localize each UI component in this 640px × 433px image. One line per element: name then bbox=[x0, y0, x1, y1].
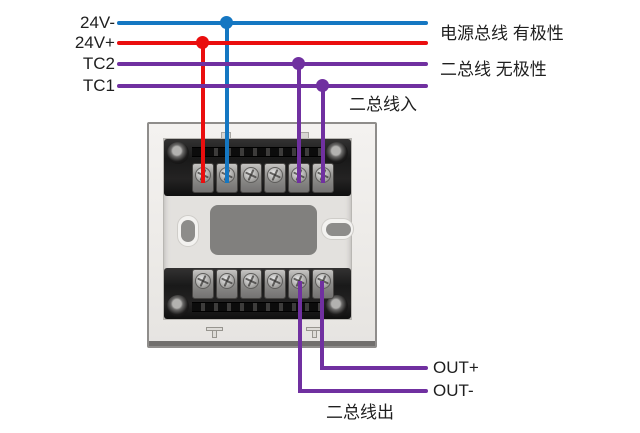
wire-out-minus-drop bbox=[298, 281, 302, 393]
note-signal-bus: 二总线 无极性 bbox=[440, 60, 547, 79]
corner-screw bbox=[167, 295, 189, 317]
terminal-screw bbox=[267, 273, 283, 289]
terminal-screw bbox=[243, 273, 259, 289]
jumper-comb bbox=[192, 147, 323, 157]
wire-tc2-bus bbox=[117, 62, 428, 66]
bottom-terminal-block bbox=[164, 268, 351, 319]
junction-dot-tc2 bbox=[292, 57, 305, 70]
mounting-clip bbox=[212, 330, 217, 338]
label-tc2: TC2 bbox=[82, 54, 115, 73]
terminal-screw bbox=[243, 167, 259, 183]
label-out-plus: OUT+ bbox=[433, 358, 479, 377]
junction-dot-24v-minus bbox=[220, 16, 233, 29]
label-bus-out: 二总线出 bbox=[326, 403, 394, 422]
label-out-minus: OUT- bbox=[433, 381, 474, 400]
wire-24v-plus-drop bbox=[201, 43, 205, 183]
device-recess-panel bbox=[163, 138, 354, 320]
label-24v-minus: 24V- bbox=[80, 13, 115, 32]
wire-out-plus-drop bbox=[320, 281, 324, 370]
wire-24v-minus-drop bbox=[225, 23, 229, 183]
terminal-screw bbox=[219, 273, 235, 289]
mounting-slot bbox=[177, 215, 199, 247]
label-24v-plus: 24V+ bbox=[74, 33, 115, 52]
label-tc1: TC1 bbox=[82, 76, 115, 95]
module-device bbox=[147, 122, 377, 348]
mounting-slot bbox=[321, 218, 354, 240]
device-bottom-edge bbox=[149, 341, 375, 346]
mounting-clip bbox=[312, 330, 317, 338]
corner-screw bbox=[167, 142, 189, 164]
terminal-screw bbox=[267, 167, 283, 183]
terminal-clamp bbox=[192, 269, 214, 299]
center-label-plate bbox=[210, 205, 317, 255]
mounting-slot-hole bbox=[326, 223, 351, 236]
junction-dot-tc1 bbox=[316, 79, 329, 92]
terminal-clamp bbox=[264, 163, 286, 193]
corner-screw bbox=[326, 295, 348, 317]
jumper-comb bbox=[192, 302, 323, 312]
terminal-clamp bbox=[240, 163, 262, 193]
note-power-bus: 电源总线 有极性 bbox=[440, 24, 564, 43]
wire-tc2-drop bbox=[297, 64, 301, 183]
terminal-clamp bbox=[216, 269, 238, 299]
wire-tc1-drop bbox=[321, 86, 325, 183]
wire-out-minus-lead bbox=[298, 389, 428, 393]
terminal-clamp bbox=[264, 269, 286, 299]
corner-screw bbox=[326, 142, 348, 164]
junction-dot-24v-plus bbox=[196, 36, 209, 49]
label-bus-in: 二总线入 bbox=[349, 95, 417, 114]
wire-24v-plus-bus bbox=[117, 41, 428, 45]
terminal-clamp bbox=[240, 269, 262, 299]
terminal-screw bbox=[195, 273, 211, 289]
mounting-slot-hole bbox=[181, 220, 195, 242]
wire-tc1-bus bbox=[117, 84, 428, 88]
top-terminal-block bbox=[164, 139, 351, 196]
wire-24v-minus-bus bbox=[117, 21, 428, 25]
wire-out-plus-lead bbox=[320, 366, 428, 370]
